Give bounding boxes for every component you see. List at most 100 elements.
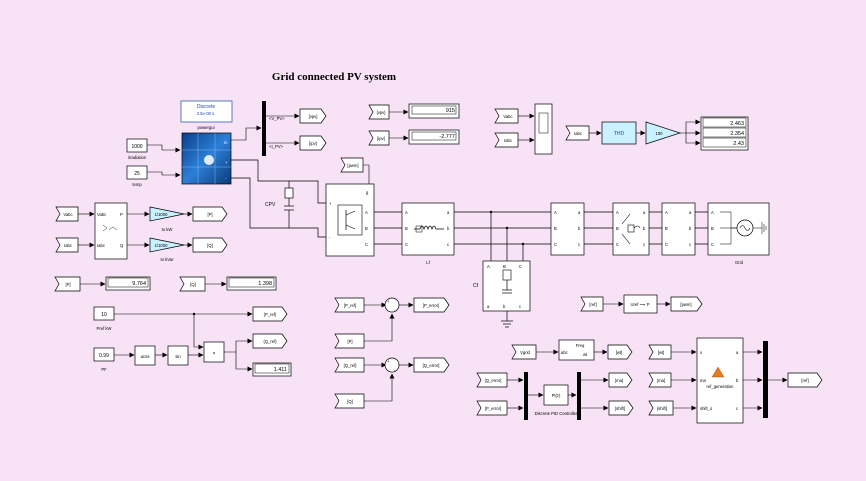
irradiation-label: irradiation [128,155,147,160]
svg-text:[P_error]: [P_error] [485,406,501,411]
pid-mux[interactable] [524,372,528,420]
svg-text:B: B [616,226,619,231]
svg-text:[vpv]: [vpv] [309,114,318,119]
from-p-error-pid[interactable]: [P_error] [476,400,508,416]
goto-q[interactable]: [Q] [192,237,228,253]
from-wt-refgen[interactable]: [wt] [648,344,672,360]
goto-vpv[interactable]: [vpv] [299,108,327,124]
goto-shift[interactable]: [shift] [608,400,634,416]
breaker-block[interactable]: A B C a b c [612,202,650,256]
svg-text:[wt]: [wt] [616,350,623,355]
svg-text:b: b [643,226,646,231]
svg-text:Vgrid: Vgrid [520,350,530,355]
svg-text:-2.777: -2.777 [439,134,455,140]
svg-text:+: + [329,201,332,206]
from-iabc-scope[interactable]: Iabc [494,132,519,148]
pv-i-label: <I_PV> [269,144,284,149]
goto-ref[interactable]: [ref] [787,372,823,388]
pref-constant[interactable]: 10 Pref kW [93,306,115,331]
pf-constant[interactable]: 0.99 PF [93,347,115,372]
from-vabc-pq[interactable]: Vabc [55,206,79,222]
gain-p-kw[interactable]: 1/1000 to kW [149,206,185,232]
pll-block[interactable]: Freq abc wt [558,339,595,361]
multiply-block[interactable]: × [203,341,225,363]
gain-q-kvar[interactable]: 1/1000 to kVar [149,237,185,262]
pid-controller-block[interactable]: PI(z) Discrete PID Controller [535,384,578,416]
svg-text:to kVar: to kVar [161,257,175,262]
goto-ipv[interactable]: [ipv] [299,135,327,151]
powergui-mode: Discrete [197,104,216,110]
grid-source-block[interactable]: A B C Grid [707,202,770,265]
lf-inductor-block[interactable]: A B C a b c Lf [401,202,455,265]
svg-text:C: C [616,242,619,247]
svg-text:a: a [487,304,490,309]
ref-generation-block[interactable]: x ma shift_s a b c ref_generation [696,337,744,424]
irradiation-constant[interactable]: 1000 irradiation [126,138,148,160]
svg-text:[P]: [P] [65,282,70,287]
from-p-sum[interactable]: [P] [334,333,365,349]
svg-text:C: C [405,242,408,247]
goto-pwm[interactable]: [pwm] [670,296,703,312]
from-iabc-thd[interactable]: Iabc [565,125,590,141]
powergui-block[interactable]: Discrete 2.5e-08 s. powergui [180,100,233,130]
vi-measurement-2[interactable]: A B C a b c [661,202,696,256]
svg-text:b: b [689,226,692,231]
from-ma-refgen[interactable]: [ma] [648,372,672,388]
from-vabc-scope[interactable]: Vabc [494,108,519,124]
svg-text:ref_generation: ref_generation [706,384,734,389]
from-p-ref[interactable]: [P_ref] [334,297,365,313]
goto-q-ref[interactable]: {Q_ref} [252,333,288,349]
goto-wt[interactable]: [wt] [607,344,633,360]
pv-bus-selector[interactable] [262,101,266,156]
goto-ma[interactable]: [ma] [608,372,633,388]
sum-q-error[interactable]: + - [384,357,400,373]
sum-p-error[interactable]: + - [384,297,400,313]
goto-p-ref[interactable]: {P_ref} [252,306,288,322]
from-iabc-pq[interactable]: Iabc [55,237,79,253]
pv-array-block[interactable]: m + - [181,132,232,185]
ref-mux[interactable] [763,341,768,418]
from-q-error-pid[interactable]: [Q_error] [476,372,508,388]
from-q-ref[interactable]: [Q_ref] [334,357,365,373]
acos-block[interactable]: acos [134,345,156,366]
pq-measurement-block[interactable]: Vabc Iabc P Q [94,202,128,260]
from-shift-refgen[interactable]: [shift] [648,400,674,416]
cpv-capacitor-rc[interactable]: CPV [265,181,294,228]
svg-text:c: c [578,242,580,247]
thd-gain[interactable]: 100 [645,121,682,145]
goto-q-error[interactable]: [Q_error] [413,357,450,373]
inverter-block[interactable]: g + - A B C [325,183,375,257]
sin-block[interactable]: sin [167,345,189,366]
svg-text:P: P [120,212,123,217]
svg-text:a: a [689,210,692,215]
pwm-generator-block[interactable]: Uref ⟶ P [623,294,658,314]
pid-demux[interactable] [577,372,581,420]
from-q-display[interactable]: [Q] [179,276,206,292]
from-ipv[interactable]: [ipv] [368,130,390,146]
from-pwm-inverter[interactable]: [pwm] [340,157,364,173]
ground-symbol [501,320,513,328]
svg-text:a: a [736,350,739,355]
svg-text:acos: acos [141,354,150,359]
svg-text:abc: abc [561,350,568,355]
thd-block[interactable]: THD [601,121,637,145]
svg-text:C: C [711,242,714,247]
svg-text:Uref ⟶ P: Uref ⟶ P [630,302,649,307]
svg-text:{Q_ref}: {Q_ref} [263,339,277,344]
svg-text:sin: sin [175,354,181,359]
from-q-sum[interactable]: [Q] [334,393,365,409]
temp-value: 25 [134,171,140,177]
goto-p-error[interactable]: [P_error] [413,297,450,313]
cf-capacitor-block[interactable]: A B C a b c Cf [473,260,531,312]
temp-label: temp [132,182,142,187]
vi-measurement-1[interactable]: A B C a b c [550,202,585,256]
from-vgrid[interactable]: Vgrid [511,344,537,360]
goto-p[interactable]: [P] [192,206,228,222]
from-vpv[interactable]: [vpv] [368,104,390,120]
temp-constant[interactable]: 25 temp [126,165,148,187]
svg-text:c: c [689,242,691,247]
scope-block[interactable] [534,103,553,155]
svg-text:PF: PF [101,367,107,372]
from-ref-pwm[interactable]: [ref] [580,296,604,312]
from-p-display[interactable]: [P] [54,276,81,292]
